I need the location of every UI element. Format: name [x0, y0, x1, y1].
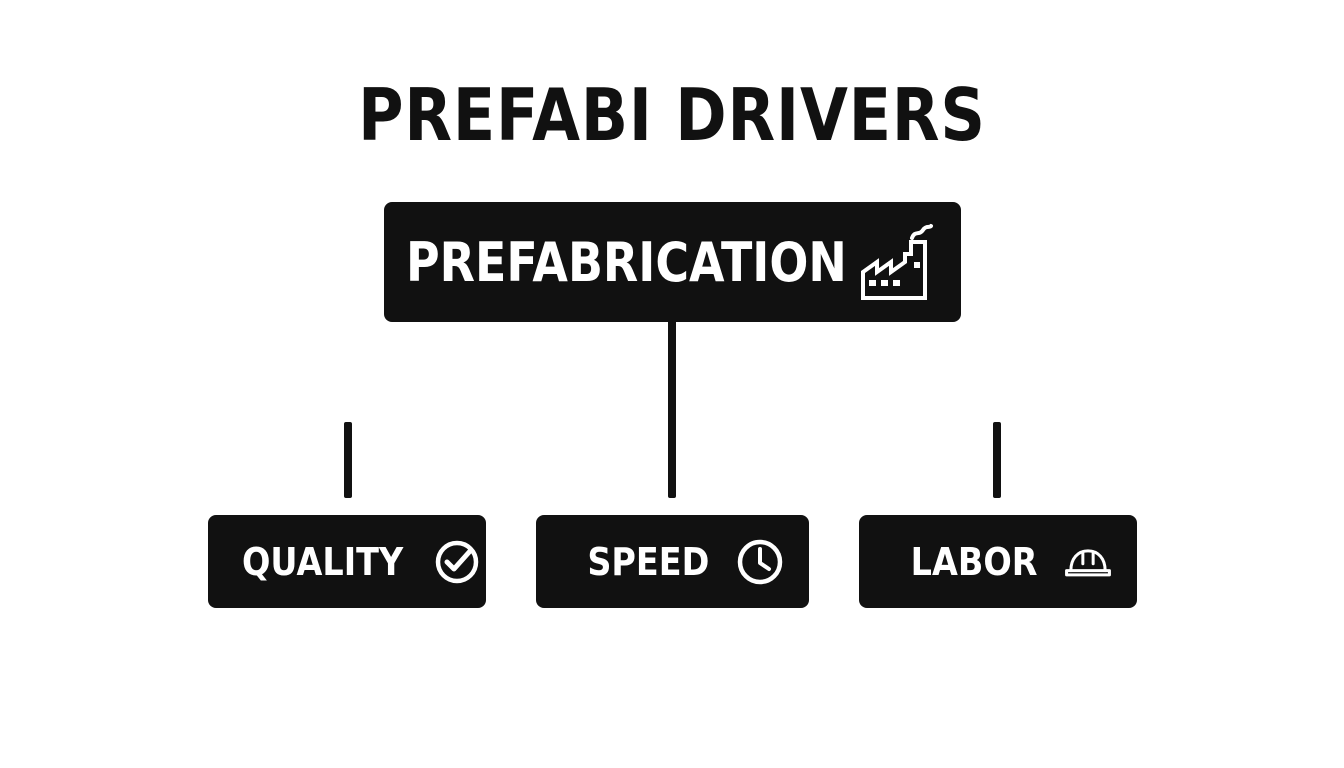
diagram-title: PREFABI DRIVERS: [358, 73, 986, 157]
root-node-prefabrication: PREFABRICATION: [384, 202, 961, 322]
factory-icon: [861, 224, 933, 300]
child-node-label: QUALITY: [242, 539, 404, 584]
hard-hat-icon: [1065, 548, 1112, 576]
connector-quality: [344, 422, 352, 498]
child-node-label: SPEED: [587, 539, 710, 584]
connector-root-to-speed: [668, 320, 676, 498]
connector-labor: [993, 422, 1001, 498]
child-node-label: LABOR: [910, 539, 1038, 584]
child-node-speed: SPEED: [536, 515, 809, 608]
child-node-quality: QUALITY: [208, 515, 486, 608]
child-node-labor: LABOR: [859, 515, 1137, 608]
clock-icon: [737, 539, 783, 584]
root-node-label: PREFABRICATION: [406, 230, 847, 294]
check-circle-icon: [435, 540, 478, 583]
